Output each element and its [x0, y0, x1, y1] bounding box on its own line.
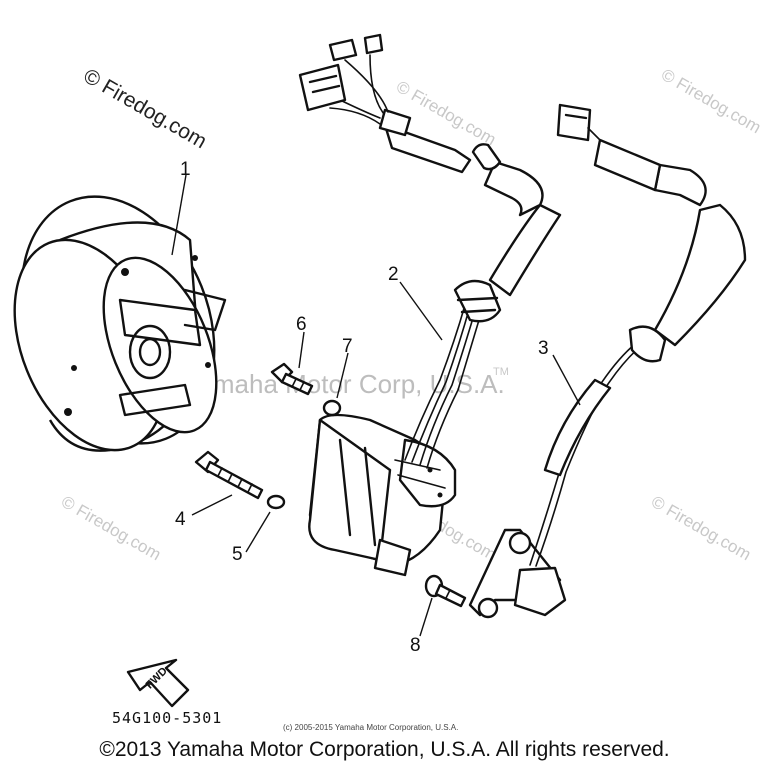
- watermark-firedog-right: © Firedog.com: [648, 492, 754, 564]
- bolt-short: [270, 362, 314, 396]
- watermark-tm: TM: [493, 366, 509, 378]
- watermark-firedog-top-right: © Firedog.com: [658, 65, 764, 137]
- screw-part-8: [424, 574, 467, 608]
- part-label-5: 5: [232, 544, 243, 565]
- forward-direction-arrow: FWD: [126, 658, 190, 708]
- watermark-firedog-main: © Firedog.com: [80, 64, 211, 153]
- leader-lines: [171, 174, 581, 637]
- watermark-firedog-left: © Firedog.com: [58, 492, 164, 564]
- footer-copyright: ©2013 Yamaha Motor Corporation, U.S.A. A…: [99, 738, 670, 761]
- pickup-coil: [468, 103, 747, 619]
- stator-coil-assembly: [308, 413, 457, 577]
- watermark-yamaha: Yamaha Motor Corp, U.S.A.: [183, 369, 505, 399]
- part-label-6: 6: [296, 314, 307, 335]
- washer-part-5: [266, 494, 286, 510]
- washer-part-7: [322, 399, 342, 417]
- part-label-1: 1: [180, 159, 191, 180]
- part-label-3: 3: [538, 338, 549, 359]
- part-label-8: 8: [410, 635, 421, 656]
- small-copyright: (c) 2005-2015 Yamaha Motor Corporation, …: [283, 723, 458, 732]
- diagram-code: 54G100-5301: [112, 709, 222, 727]
- part-label-2: 2: [388, 264, 399, 285]
- part-label-7: 7: [342, 336, 353, 357]
- stator-wire-harness: [298, 33, 562, 469]
- flywheel-rotor: [13, 195, 227, 452]
- part-label-4: 4: [175, 509, 186, 530]
- bolt-long: [194, 450, 264, 500]
